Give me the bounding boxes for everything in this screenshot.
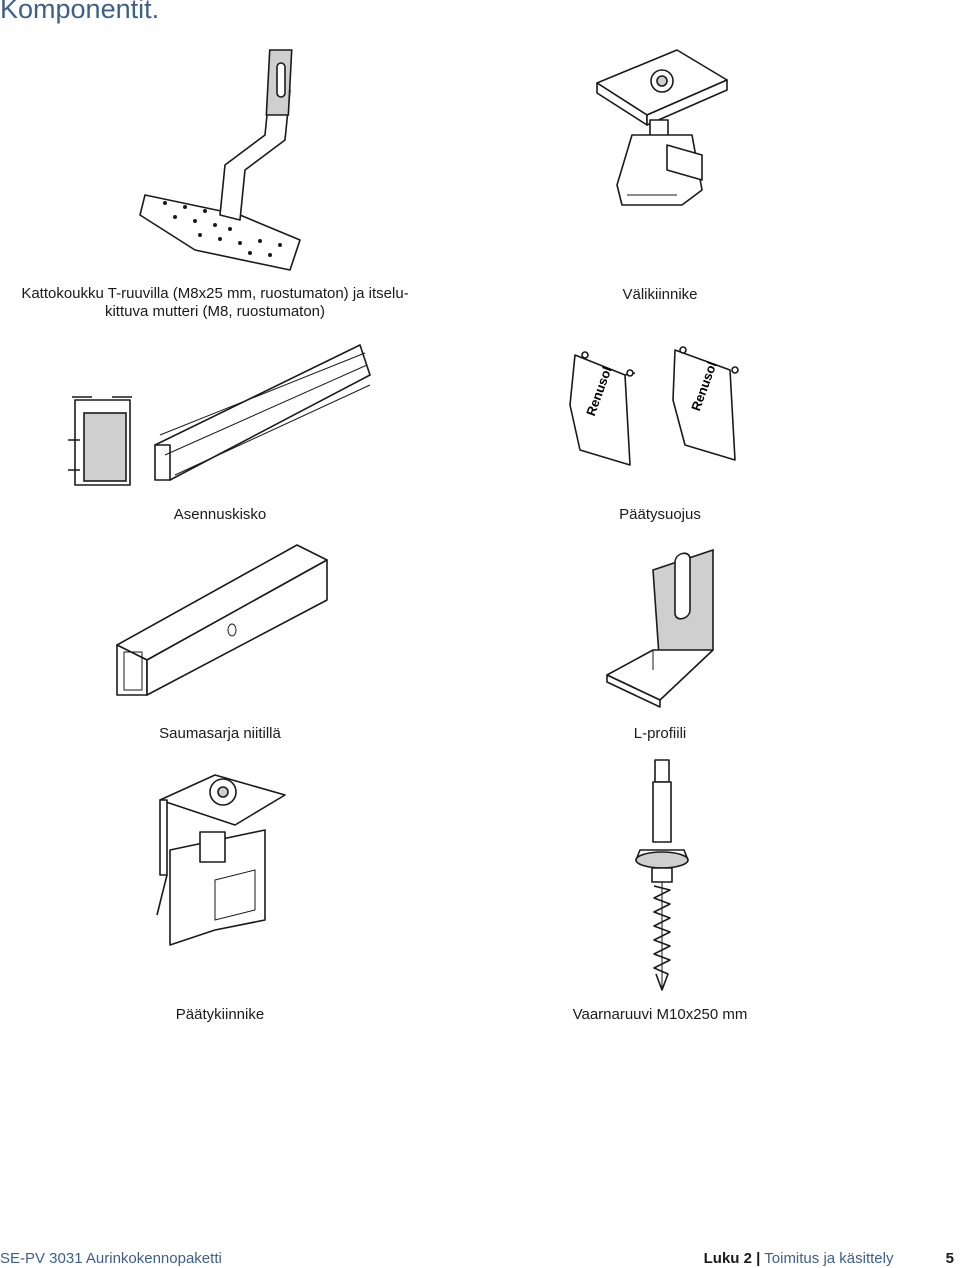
mid-clamp-caption: Välikiinnike [622, 286, 698, 303]
end-clamp-illustration [155, 770, 290, 955]
caption-line-1: Kattokoukku T-ruuvilla (M8x25 mm, ruostu… [21, 285, 409, 302]
joint-set-caption: Saumasarja niitillä [159, 725, 281, 742]
footer-separator: | [756, 1250, 761, 1267]
caption-line-2: kittuva mutteri (M8, ruostumaton) [104, 303, 326, 320]
mid-clamp-illustration [592, 45, 732, 220]
end-cap-caption: Päätysuojus [619, 506, 701, 523]
page-title: Komponentit. [0, 0, 160, 24]
mounting-rail-caption: Asennuskisko [173, 506, 267, 523]
roof-hook-illustration [139, 45, 305, 275]
mounting-rail-illustration [60, 335, 380, 495]
footer-chapter-title: Toimitus ja käsittely [764, 1250, 894, 1267]
joint-set-illustration [112, 540, 332, 700]
end-cap-illustration: Renusol Renusol [565, 345, 755, 475]
footer-doc-title: SE-PV 3031 Aurinkokennopaketti [0, 1250, 222, 1267]
end-clamp-caption: Päätykiinnike [175, 1006, 265, 1023]
hanger-bolt-illustration [632, 758, 692, 993]
l-profile-illustration [605, 545, 720, 710]
footer-chapter-number: Luku 2 [703, 1250, 752, 1267]
footer-page-number: 5 [945, 1250, 954, 1267]
footer-chapter: Luku 2 | Toimitus ja käsittely 5 [704, 1250, 954, 1267]
hanger-bolt-caption: Vaarnaruuvi M10x250 mm [572, 1006, 748, 1023]
l-profile-caption: L-profiili [633, 725, 687, 742]
roof-hook-caption: Kattokoukku T-ruuvilla (M8x25 mm, ruostu… [0, 285, 430, 321]
